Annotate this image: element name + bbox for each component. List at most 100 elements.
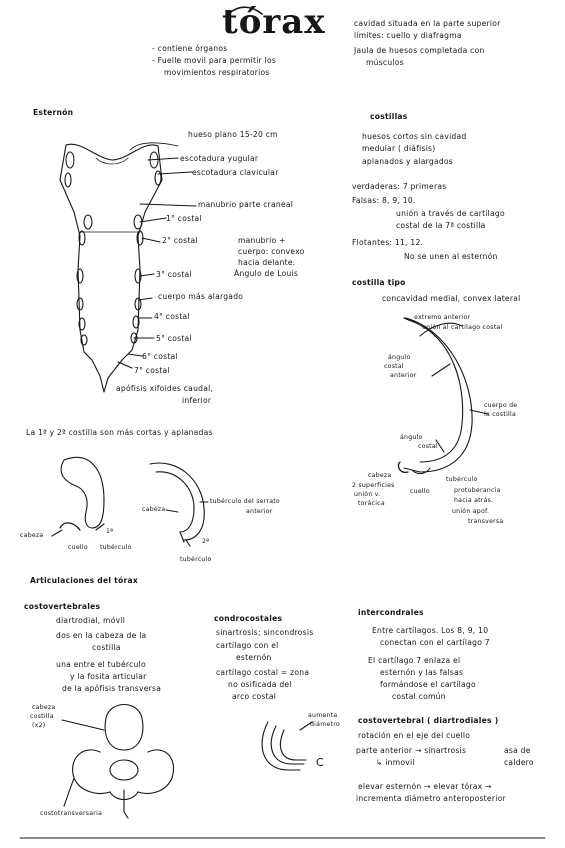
label-superficies: 2 superficies (352, 482, 395, 489)
label-1-costal: 1° costal (166, 214, 202, 223)
rib2-tuberculo-serrato-2: anterior (246, 508, 273, 515)
intercondrales-6: costal común (392, 692, 446, 701)
intercondrales-1: Entre cartílagos. Los 8, 9, 10 (372, 626, 489, 635)
label-protuberancia: protuberancia (454, 487, 501, 494)
costovertebral-4: asa de (504, 746, 531, 755)
intro-bullet-1: - contiene órganos (152, 44, 228, 53)
intro-right-1: cavidad situada en la parte superior (354, 19, 501, 28)
costovertebrales-2: dos en la cabeza de la (56, 631, 147, 640)
vertebra-label-cabeza: cabeza (32, 704, 56, 711)
costillas-desc-2: medular ( diáfisis) (362, 144, 436, 153)
heading-costillas: costillas (370, 112, 408, 121)
label-cabeza: cabeza (368, 472, 392, 479)
rib1-number: 1ª (106, 528, 114, 535)
label-cuerpo-costilla-2: la costilla (484, 411, 517, 418)
rib1-cabeza: cabeza (20, 532, 44, 539)
heading-primeras-costillas: La 1ª y 2ª costilla son más cortas y apl… (26, 428, 213, 437)
label-hacia-atras: hacia atrás. (454, 497, 494, 504)
costillas-flotantes-2: No se unen al esternón (404, 252, 498, 261)
intercondrales-5: formándose el cartílago (380, 680, 476, 689)
label-2-costal: 2° costal (162, 236, 198, 245)
label-angulo-costal-2: costal (418, 443, 438, 450)
costillas-falsas: Falsas: 8, 9, 10. (352, 196, 416, 205)
costovertebral-heading: costovertebral ( diartrodiales ) (358, 716, 499, 725)
note-cuerpo: cuerpo: convexo (238, 247, 305, 256)
label-cuello: cuello (410, 488, 430, 495)
heading-articulaciones: Articulaciones del tórax (30, 576, 138, 585)
label-3-costal: 3° costal (156, 270, 192, 279)
costovertebrales-heading: costovertebrales (24, 602, 101, 611)
condrocostales-1: sinartrosis; sincondrosis (216, 628, 314, 637)
intercondrales-3: El cartílago 7 enlaza el (368, 656, 461, 665)
note-manubrio: manubrio + (238, 236, 286, 245)
intercondrales-2: conectan con el cartílago 7 (380, 638, 490, 647)
label-tuberculo: tubérculo (446, 476, 478, 483)
note-angulo-louis: Ángulo de Louis (234, 269, 299, 278)
label-c: C (316, 756, 324, 769)
costillas-falsas-2: unión a través de cartílago (396, 209, 505, 218)
label-aumenta: aumenta (308, 712, 338, 719)
label-angulo-anterior-2: costal (384, 363, 404, 370)
rib2-number: 2ª (202, 538, 210, 545)
costillas-desc-1: huesos cortos sin cavidad (362, 132, 467, 141)
vertebra-label-costilla: costilla (30, 713, 54, 720)
costovertebral-3: ↳ inmovil (376, 758, 415, 767)
ribs-elevation-drawing (261, 721, 313, 771)
label-escotadura-yugular: escotadura yugular (180, 154, 259, 163)
label-xifoides: apófisis xifoides caudal, (116, 384, 214, 393)
label-union-cartilago: unión al cartílago costal (422, 324, 503, 331)
costovertebrales-1: diartrodial, móvil (56, 616, 126, 625)
heading-esternon: Esternón (33, 108, 74, 117)
costilla-tipo-heading: costilla tipo (352, 278, 406, 287)
rib1-tuberculo: tubérculo (100, 544, 132, 551)
label-cuerpo: cuerpo más alargado (158, 292, 244, 301)
vertebra-label-costotransversaria: costotransversaria (40, 810, 103, 817)
costovertebral-6: elevar esternón → elevar tórax → (358, 782, 492, 791)
label-7-costal: 7° costal (134, 366, 170, 375)
costillas-falsas-3: costal de la 7ª costilla (396, 221, 486, 230)
vertebra-drawing (61, 704, 174, 819)
intercondrales-4: esternón y las falsas (380, 668, 464, 677)
label-superficies-2: unión v. (354, 491, 381, 498)
costovertebrales-3: costilla (92, 643, 121, 652)
typical-rib-drawing (397, 317, 489, 475)
intro-right-2: límites: cuello y diafragma (354, 31, 462, 40)
intro-bullet-2: - Fuelle movil para permitir los (152, 56, 277, 65)
condrocostales-3: esternón (236, 653, 272, 662)
costovertebral-5: caldero (504, 758, 534, 767)
intro-right-4: músculos (366, 58, 404, 67)
label-5-costal: 5° costal (156, 334, 192, 343)
rib2-tuberculo: tubérculo (180, 556, 212, 563)
label-hueso-plano: hueso plano 15-20 cm (188, 130, 278, 139)
costovertebrales-4: una entre el tubérculo (56, 660, 146, 669)
costilla-tipo-desc: concavidad medial, convex lateral (382, 294, 521, 303)
label-escotadura-clavicular: escotadura clavicular (192, 168, 279, 177)
first-rib-drawing (51, 456, 105, 537)
page-title: tórax (222, 2, 326, 42)
label-cuerpo-costilla: cuerpo de (484, 402, 518, 409)
label-6-costal: 6° costal (142, 352, 178, 361)
condrocostales-6: arco costal (232, 692, 277, 701)
costovertebral-1: rotación en el eje del cuello (358, 731, 471, 740)
label-angulo-anterior-3: anterior (390, 372, 417, 379)
costillas-verdaderas: verdaderas: 7 primeras (352, 182, 447, 191)
label-diametro: diámetro (310, 721, 340, 728)
rib2-cabeza: cabeza (142, 506, 166, 513)
condrocostales-2: cartílago con el (216, 641, 279, 650)
second-rib-drawing (149, 462, 209, 547)
label-xifoides-cont: inferior (182, 396, 212, 405)
costillas-flotantes: Flotantes: 11, 12. (352, 238, 424, 247)
condrocostales-4: cartílago costal = zona (216, 668, 310, 677)
intro-bullet-2-cont: movimientos respiratorios (164, 68, 270, 77)
costovertebrales-5: y la fosita articular (70, 672, 147, 681)
costovertebral-2: parte anterior → sinartrosis (356, 746, 467, 755)
label-extremo-anterior: extremo anterior (414, 314, 471, 321)
rib1-cuello: cuello (68, 544, 88, 551)
vertebra-label-x2: (x2) (32, 722, 46, 729)
costovertebral-7: incrementa diámetro anteroposterior (356, 794, 506, 803)
label-4-costal: 4° costal (154, 312, 190, 321)
condrocostales-heading: condrocostales (214, 614, 283, 623)
intercondrales-heading: intercondrales (358, 608, 424, 617)
intro-right-3: Jaula de huesos completada con (354, 46, 485, 55)
